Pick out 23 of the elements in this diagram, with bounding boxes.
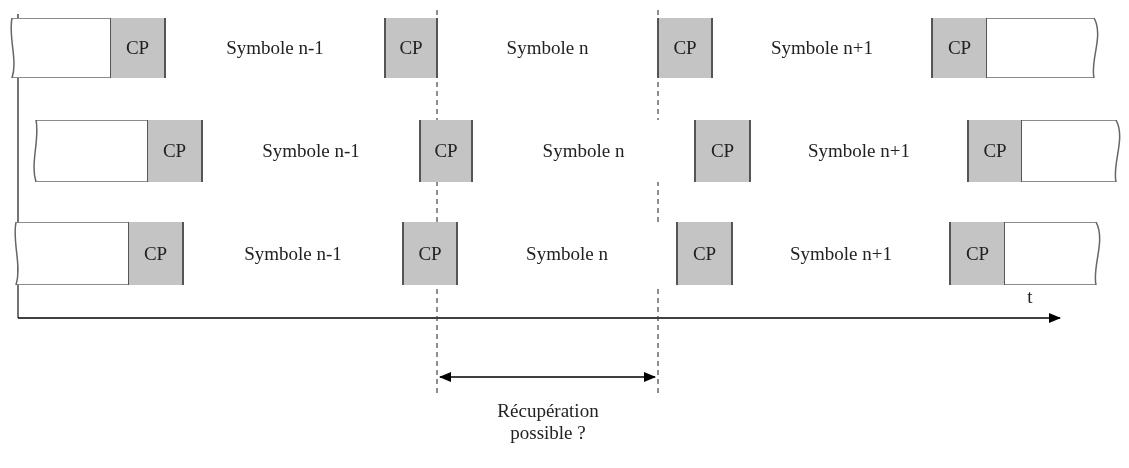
cyclic-prefix-block: CP <box>677 222 732 285</box>
cyclic-prefix-block: CP <box>403 222 457 285</box>
symbol-block: Symbole n <box>457 222 677 285</box>
cyclic-prefix-block: CP <box>420 120 472 182</box>
symbol-block: Symbole n-1 <box>165 18 385 78</box>
symbol-block: Symbole n+1 <box>712 18 932 78</box>
cyclic-prefix-block: CP <box>147 120 202 182</box>
cyclic-prefix-block: CP <box>658 18 712 78</box>
cyclic-prefix-block: CP <box>385 18 437 78</box>
symbol-block: Symbole n <box>472 120 695 182</box>
symbol-block: Symbole n-1 <box>183 222 403 285</box>
symbol-block: Symbole n+1 <box>750 120 968 182</box>
cyclic-prefix-block: CP <box>128 222 183 285</box>
cyclic-prefix-block: CP <box>968 120 1022 182</box>
symbol-block: Symbole n+1 <box>732 222 950 285</box>
axis-label: t <box>1026 286 1034 308</box>
cyclic-prefix-block: CP <box>110 18 165 78</box>
cyclic-prefix-block: CP <box>932 18 987 78</box>
annotation-text: Récupération possible ? <box>496 400 600 444</box>
symbol-block: Symbole n-1 <box>202 120 420 182</box>
cyclic-prefix-block: CP <box>950 222 1005 285</box>
symbol-block: Symbole n <box>437 18 658 78</box>
cyclic-prefix-block: CP <box>695 120 750 182</box>
